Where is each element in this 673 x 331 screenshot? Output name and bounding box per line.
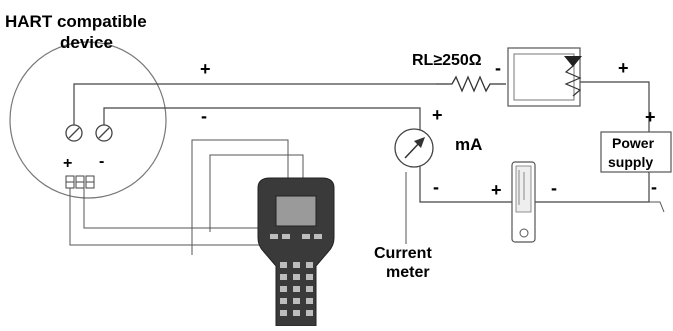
device-terminal-plus: + xyxy=(63,155,72,172)
indicator-icon xyxy=(511,161,536,243)
resistor-icon xyxy=(436,75,506,93)
device-terminal-minus: - xyxy=(99,153,104,170)
sign-meter-plus: + xyxy=(432,105,443,125)
sign-psu-plus: + xyxy=(645,107,656,127)
hart-communicator-icon xyxy=(257,177,335,327)
sign-top-wire-plus: + xyxy=(200,59,211,79)
current-meter-icon xyxy=(394,128,434,168)
wire-psu-tail xyxy=(649,201,665,213)
sign-mid-wire-minus: - xyxy=(201,106,207,126)
device-title-line1: HART compatible xyxy=(5,12,147,31)
wire-meter-indicator xyxy=(419,166,512,203)
sign-indicator-plus: + xyxy=(491,180,502,200)
comm-lead-3 xyxy=(69,188,265,246)
wire-recorder-psu xyxy=(580,81,650,132)
comm-lead-2 xyxy=(209,154,304,232)
sign-meter-minus: - xyxy=(433,177,439,197)
sign-indicator-minus: - xyxy=(551,178,557,198)
comm-lead-4 xyxy=(83,188,268,229)
wiring xyxy=(69,81,665,255)
sign-recorder-minus: - xyxy=(495,58,501,78)
resistor-label: RL≥250Ω xyxy=(412,52,482,69)
power-supply-label-line2: supply xyxy=(608,154,653,170)
meter-caption-line2: meter xyxy=(386,264,430,281)
wire-plus-top xyxy=(73,83,436,125)
power-supply-label-line1: Power xyxy=(612,135,655,151)
meter-caption-line1: Current xyxy=(374,245,432,262)
wire-minus-mid xyxy=(103,107,421,130)
device-title-line2: device xyxy=(60,33,113,52)
recorder-icon xyxy=(507,47,582,107)
sign-recorder-plus: + xyxy=(618,58,629,78)
hart-device-icon xyxy=(9,41,167,199)
sign-psu-minus: - xyxy=(651,177,657,197)
meter-unit: mA xyxy=(455,135,482,154)
comm-lead-1 xyxy=(191,139,289,255)
power-supply-icon xyxy=(600,131,672,173)
